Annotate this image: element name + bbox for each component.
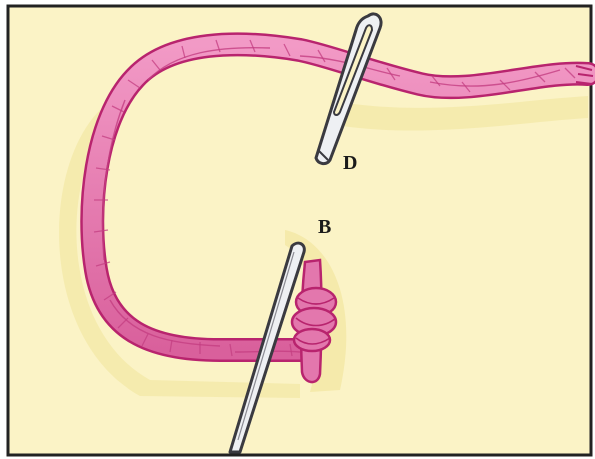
label-point-b: B (318, 216, 331, 238)
label-point-d: D (343, 152, 357, 174)
